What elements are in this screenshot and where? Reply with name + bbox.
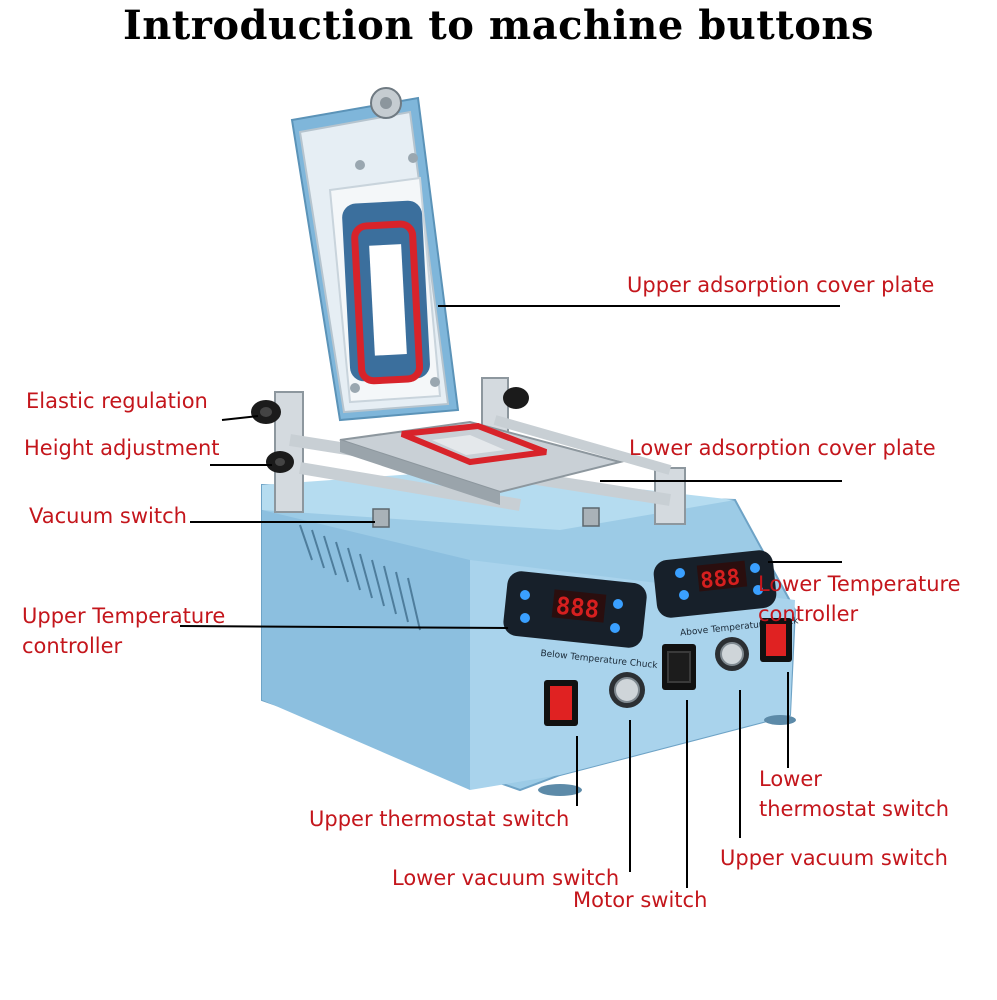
label-elastic-regulation: Elastic regulation	[26, 389, 208, 413]
label-upper-vacuum-switch: Upper vacuum switch	[720, 846, 948, 870]
upper-temperature-controller: 888 Below Temperature Chuck	[503, 571, 659, 671]
elastic-knob-icon	[251, 400, 281, 424]
lower-vacuum-button-icon	[609, 672, 645, 708]
label-vacuum-switch: Vacuum switch	[29, 504, 187, 528]
side-vents	[299, 524, 421, 631]
leader-lines	[179, 305, 842, 888]
right-display-digits: 888	[699, 565, 741, 594]
height-knob-icon	[266, 451, 294, 473]
label-upper-thermostat-switch: Upper thermostat switch	[309, 807, 570, 831]
label-lower-thermostat-switch: Lower thermostat switch	[759, 767, 950, 821]
upper-vacuum-button-icon	[715, 637, 749, 671]
upper-cover-assembly	[290, 87, 460, 422]
label-lower-adsorption-cover-plate: Lower adsorption cover plate	[629, 436, 936, 460]
page-title: Introduction to machine buttons	[123, 2, 874, 49]
lower-thermostat-rocker-icon	[760, 618, 792, 662]
right-knob-icon	[503, 387, 529, 409]
label-lower-vacuum-switch: Lower vacuum switch	[392, 866, 620, 890]
label-upper-adsorption-cover-plate: Upper adsorption cover plate	[627, 273, 935, 297]
label-motor-switch: Motor switch	[573, 888, 708, 912]
motor-rocker-icon	[662, 644, 696, 690]
lower-cover-plate	[339, 420, 624, 505]
label-height-adjustment: Height adjustment	[24, 436, 220, 460]
vacuum-valve-icon	[372, 507, 600, 528]
upper-thermostat-rocker-icon	[544, 680, 578, 726]
left-display-digits: 888	[554, 592, 600, 624]
label-upper-temperature-controller: Upper Temperature controller	[22, 604, 226, 658]
label-lower-temperature-controller: Lower Temperature controller	[758, 572, 961, 626]
